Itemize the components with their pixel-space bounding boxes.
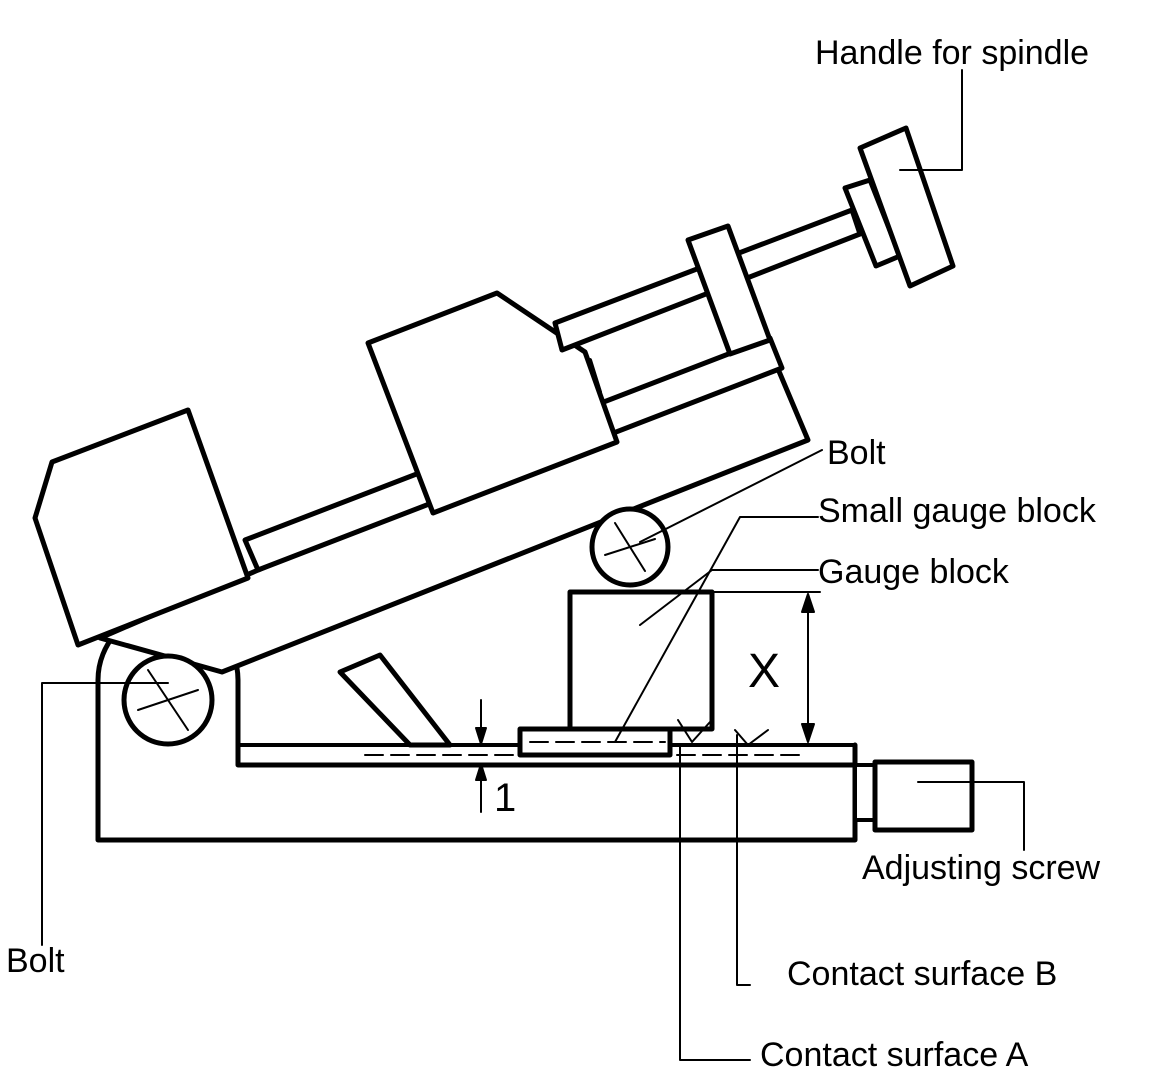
leader-handle bbox=[899, 69, 963, 171]
support-strut bbox=[337, 652, 453, 748]
label-bolt-upper: Bolt bbox=[827, 434, 886, 472]
adjusting-screw-head bbox=[872, 759, 975, 833]
label-adjusting-screw: Adjusting screw bbox=[862, 849, 1101, 887]
gap-arrow-bottom bbox=[475, 763, 487, 781]
x-dimension-arrow-top bbox=[801, 593, 815, 613]
contact-b-tick bbox=[734, 729, 769, 746]
leader-adjusting-screw bbox=[917, 781, 1025, 851]
lower-bolt-cross bbox=[137, 669, 199, 731]
spindle-bearing bbox=[685, 223, 773, 357]
movable-jaw bbox=[365, 290, 620, 516]
gap-arrow-top bbox=[475, 727, 487, 745]
contact-a-tick bbox=[677, 719, 711, 743]
leader-gauge-block bbox=[639, 569, 819, 626]
label-small-gauge-block: Small gauge block bbox=[818, 492, 1096, 530]
gauge-block bbox=[567, 589, 715, 732]
dimension-x-label: X bbox=[748, 645, 781, 698]
adjusting-screw-neck bbox=[853, 763, 877, 822]
leader-contact-b bbox=[736, 734, 751, 986]
label-gauge-block: Gauge block bbox=[818, 553, 1009, 591]
label-contact-surface-a: Contact surface A bbox=[760, 1036, 1029, 1074]
leader-bolt-lower bbox=[41, 682, 169, 946]
fixed-jaw bbox=[32, 407, 251, 648]
leader-small-gauge bbox=[614, 516, 819, 743]
leader-contact-a bbox=[679, 744, 751, 1061]
dimension-gap-label: 1 bbox=[494, 776, 517, 820]
label-contact-surface-b: Contact surface B bbox=[787, 955, 1058, 993]
label-handle-for-spindle: Handle for spindle bbox=[815, 34, 1090, 72]
x-dimension-arrow-bottom bbox=[801, 723, 815, 743]
handle-wheel bbox=[857, 125, 956, 289]
upper-bolt-cross bbox=[604, 522, 656, 572]
leader-bolt-upper bbox=[639, 449, 823, 543]
label-bolt-lower: Bolt bbox=[6, 942, 65, 980]
